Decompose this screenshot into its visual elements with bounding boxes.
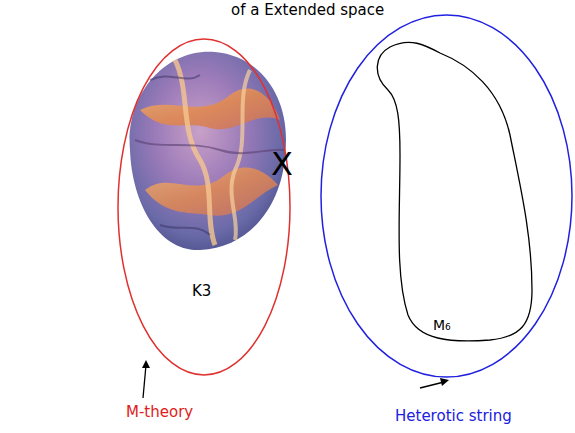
theory-label: Heterotic string xyxy=(395,407,512,425)
manifold-region: M₆ xyxy=(370,35,535,345)
k3-surface xyxy=(130,52,286,250)
space-label: K3 xyxy=(192,282,211,300)
outline xyxy=(370,35,535,345)
heterotic-region: Heterotic stringM₆ xyxy=(320,14,573,378)
m-theory-region: K3M-theory xyxy=(117,38,291,376)
theory-label: M-theory xyxy=(126,403,193,421)
outline xyxy=(117,38,291,376)
diagram-title: of a Extended space xyxy=(231,1,384,19)
product-symbol: X xyxy=(271,145,293,183)
space-label: M₆ xyxy=(433,317,451,333)
